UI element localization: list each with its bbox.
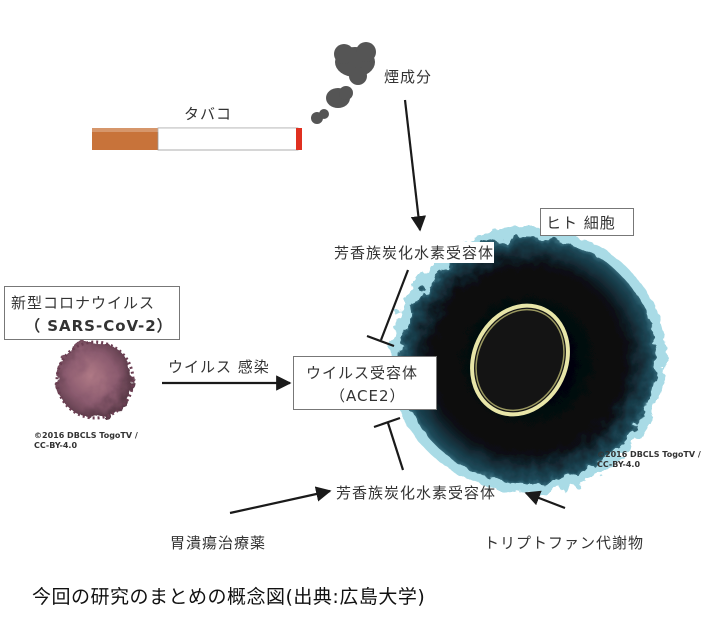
arrow-tryptophan-to-receptor: [524, 490, 566, 510]
ace2-code: （ACE2）: [330, 387, 406, 405]
virus-code: （ SARS-CoV-2）: [25, 317, 173, 335]
cigarette-icon: [92, 127, 302, 151]
receptor-upper-label: 芳香族炭化水素受容体: [334, 242, 495, 263]
human-cell-label: ヒト 細胞: [546, 214, 616, 232]
figure-caption: 今回の研究のまとめの概念図(出典:広島大学): [32, 586, 426, 608]
human-cell-box: ヒト 細胞: [540, 208, 634, 236]
coronavirus-icon: [55, 340, 135, 420]
tobacco-label: タバコ: [184, 105, 233, 123]
infection-label: ウイルス 感染: [168, 358, 270, 376]
tryptophan-label: トリプトファン代謝物: [484, 534, 645, 552]
human-cell-icon: [390, 227, 666, 493]
ace2-name: ウイルス受容体: [306, 364, 419, 382]
arrow-smoke-to-receptor: [403, 99, 427, 232]
smoke-label: 煙成分: [384, 68, 433, 86]
drug-label: 胃潰瘍治療薬: [170, 534, 267, 552]
cell-credit: ©2016 DBCLS TogoTV / CC-BY-4.0: [597, 450, 701, 469]
arrow-drug-to-receptor: [229, 486, 332, 515]
inhibit-upper-to-ace2: [366, 269, 410, 348]
inhibit-lower-to-ace2: [373, 416, 405, 471]
receptor-lower-label: 芳香族炭化水素受容体: [336, 484, 497, 502]
virus-name: 新型コロナウイルス: [11, 294, 156, 312]
ace2-box: ウイルス受容体 （ACE2）: [293, 356, 437, 410]
virus-credit: ©2016 DBCLS TogoTV / CC-BY-4.0: [34, 431, 138, 450]
virus-box: 新型コロナウイルス （ SARS-CoV-2）: [4, 286, 180, 340]
smoke-icon: [311, 42, 376, 124]
